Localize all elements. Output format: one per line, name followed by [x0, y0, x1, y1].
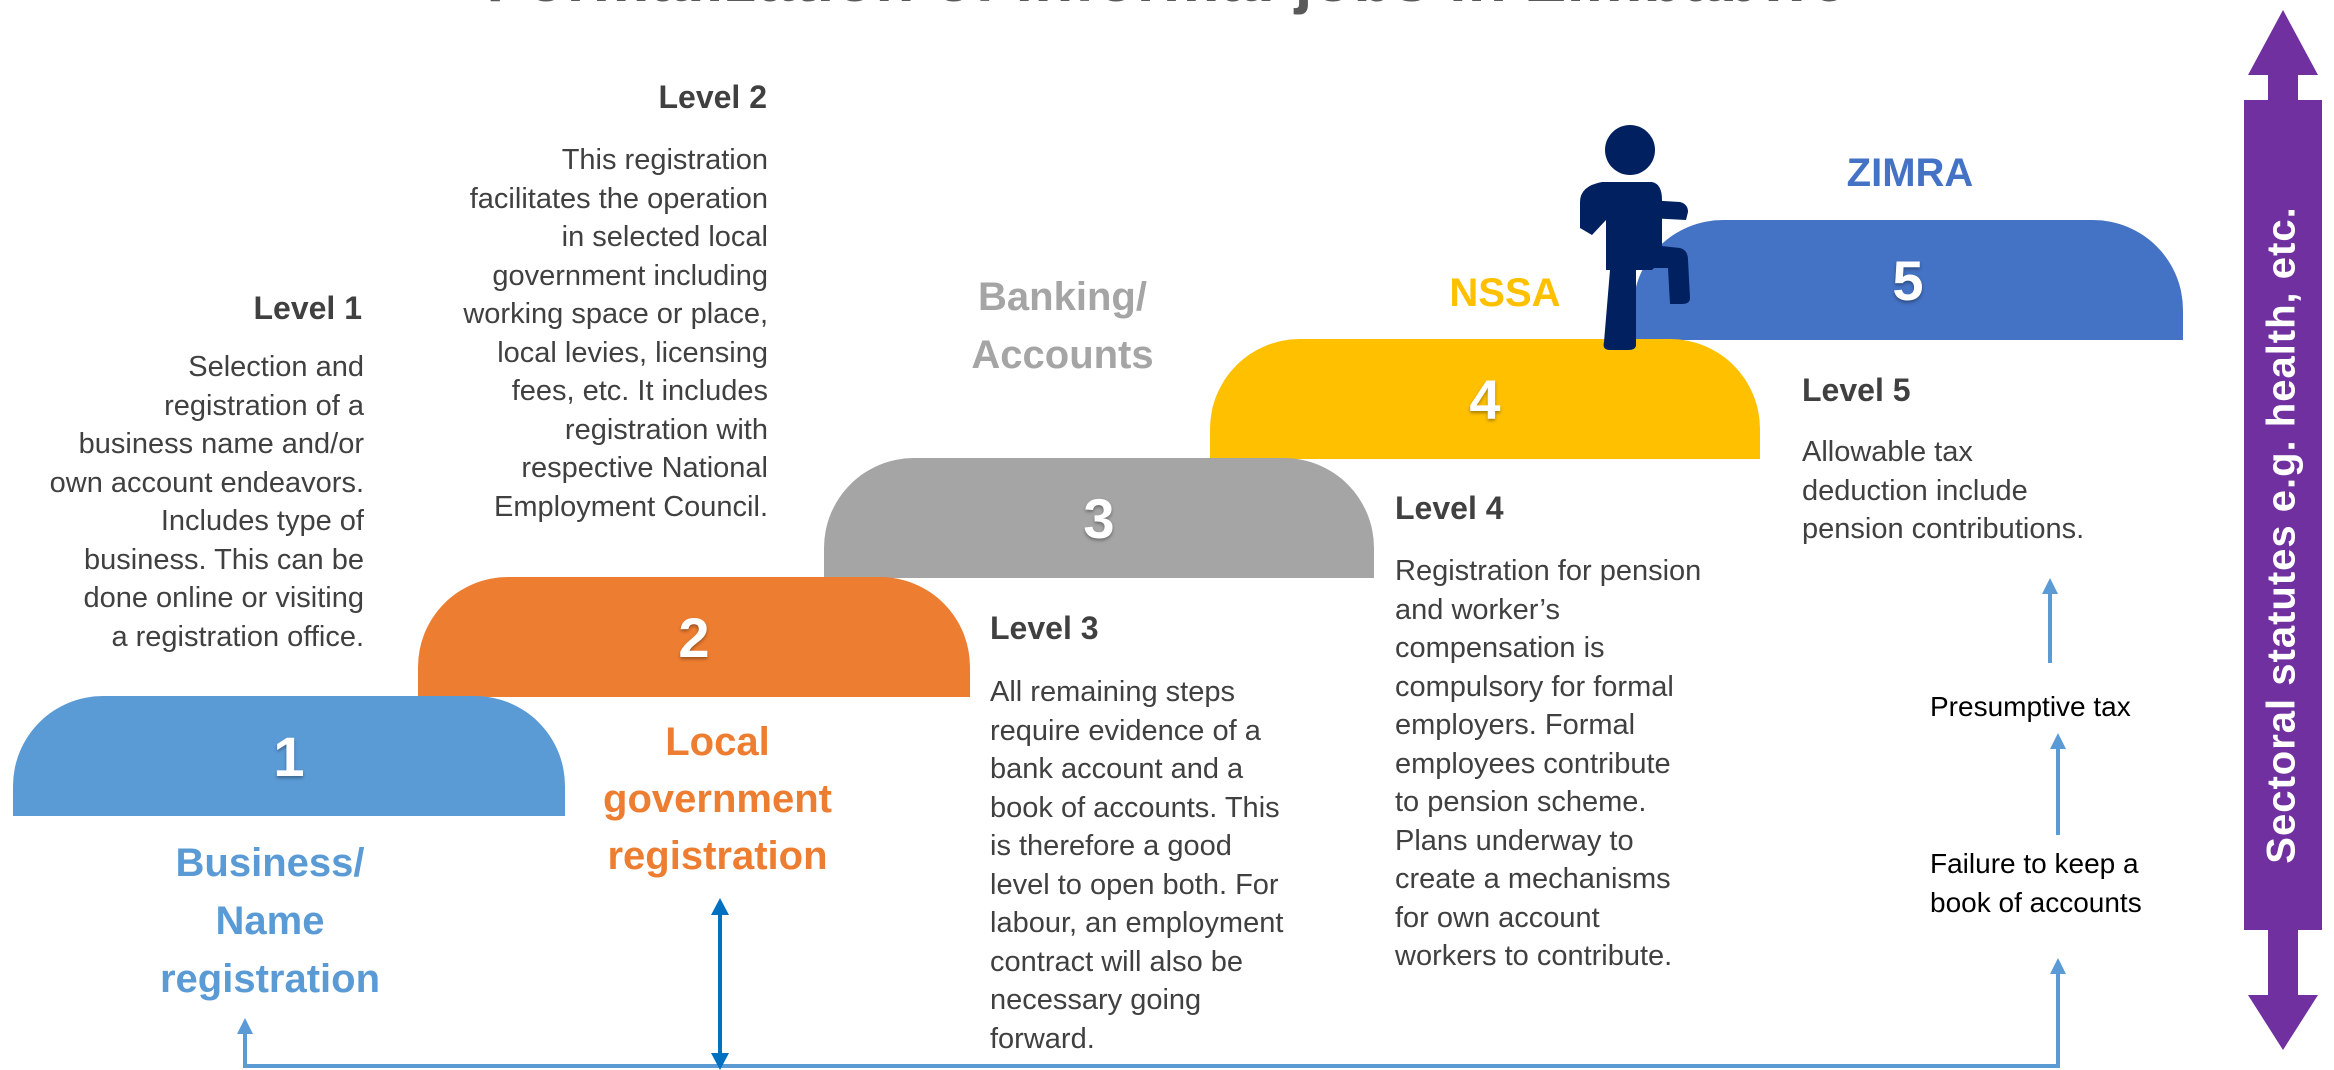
failure-to-keep-accounts-label: Failure to keep a book of accounts: [1930, 848, 2142, 918]
feedback-connector-line: [243, 970, 2060, 1068]
presumptive-tax-label: Presumptive tax: [1930, 691, 2131, 722]
step-2: 2: [418, 577, 970, 697]
level-2-heading: Level 2: [658, 79, 767, 115]
sectoral-statutes-double-arrow: [2244, 10, 2322, 1050]
category-banking: Banking/ Accounts: [971, 275, 1154, 377]
step-2-number: 2: [678, 605, 710, 669]
level-5-text: Allowable tax deduction include pension …: [1802, 436, 2085, 545]
category-nssa: NSSA: [1449, 271, 1561, 315]
step-3-number: 3: [1083, 486, 1115, 550]
step-4-number: 4: [1469, 367, 1501, 431]
level-3-text: All remaining steps require evidence of …: [990, 676, 1284, 1055]
level-1-text: Selection and registration of a business…: [49, 351, 364, 653]
level-5-heading: Level 5: [1802, 372, 1911, 408]
step-4: 4: [1210, 339, 1760, 459]
arrowhead-level-5: [2042, 578, 2058, 594]
level-4-heading: Level 4: [1395, 490, 1504, 526]
person-shape: [1580, 125, 1690, 350]
double-arrowhead-top: [711, 898, 729, 915]
step-5-number: 5: [1892, 248, 1924, 312]
level-3-heading: Level 3: [990, 610, 1099, 646]
sectoral-statutes-label: Sectoral statutes e.g. health, etc.: [2259, 206, 2304, 864]
arrowhead-business: [237, 1018, 253, 1034]
step-3: 3: [824, 458, 1374, 578]
level-1-heading: Level 1: [253, 290, 362, 326]
diagram-title: Formalization of informal jobs in Zimbab…: [0, 0, 2334, 16]
step-1: 1: [13, 696, 565, 816]
double-arrowhead-bottom: [711, 1053, 729, 1070]
step-1-number: 1: [273, 724, 305, 788]
arrowhead-failure: [2050, 958, 2066, 974]
person-climbing-icon: [1580, 125, 1690, 350]
arrowhead-presumptive: [2050, 733, 2066, 749]
category-local-government: Local government registration: [603, 720, 832, 878]
category-zimra: ZIMRA: [1846, 151, 1974, 195]
step-5: 5: [1633, 220, 2183, 340]
level-2-text: This registration facilitates the operat…: [463, 144, 768, 523]
level-4-text: Registration for pension and worker’s co…: [1395, 555, 1702, 972]
category-business-registration: Business/ Name registration: [159, 841, 381, 1001]
sidebar-arrow-body: [2244, 100, 2322, 930]
